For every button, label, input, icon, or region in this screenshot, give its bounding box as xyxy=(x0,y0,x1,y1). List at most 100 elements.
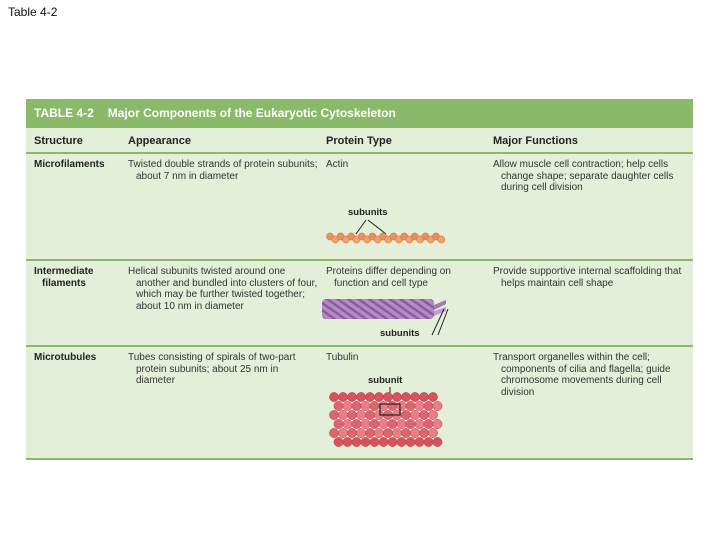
subunit-bead xyxy=(387,401,398,411)
actin-bead-strand xyxy=(326,232,446,244)
subunit-bead xyxy=(333,419,344,429)
protein-type-cell: Tubulin xyxy=(326,352,359,363)
column-header-row: Structure Appearance Protein Type Major … xyxy=(26,128,693,154)
subunit-bead xyxy=(401,428,411,438)
intermediate-filament-illustration xyxy=(322,299,449,336)
microfilament-subunits-label: subunits xyxy=(348,207,388,218)
appearance-cell: Tubes consisting of spirals of two-part … xyxy=(128,352,296,386)
pointer-line-right xyxy=(367,219,387,235)
subunit-bead xyxy=(351,437,362,447)
subunit-bead xyxy=(369,401,380,411)
subunit-bead xyxy=(360,437,371,447)
subunit-bead xyxy=(392,392,402,402)
subunit-bead xyxy=(365,392,375,402)
subunit-bead xyxy=(360,401,371,411)
filament-frayed-end xyxy=(434,307,446,316)
table-row-microfilaments: Microfilaments Twisted double strands of… xyxy=(26,154,693,261)
subunit-bead xyxy=(410,392,420,402)
subunit-bead xyxy=(432,401,443,411)
subunit-bead xyxy=(338,410,348,420)
subunit-bead xyxy=(410,428,420,438)
subunit-bead xyxy=(360,419,371,429)
column-header-protein-type: Protein Type xyxy=(326,135,392,147)
table-title: Major Components of the Eukaryotic Cytos… xyxy=(107,106,396,120)
subunit-bead xyxy=(356,392,366,402)
subunit-bead xyxy=(342,419,353,429)
subunit-bead xyxy=(351,419,362,429)
subunit-bead xyxy=(383,392,393,402)
subunit-bead xyxy=(383,428,393,438)
subunit-bead xyxy=(387,437,398,447)
structure-cell: Microtubules xyxy=(34,352,97,363)
subunit-bead xyxy=(405,437,416,447)
protein-type-cell: Proteins differ depending on function an… xyxy=(326,266,451,289)
subunit-highlight-box xyxy=(379,403,401,416)
functions-cell: Transport organelles within the cell; co… xyxy=(493,352,671,398)
appearance-cell: Twisted double strands of protein subuni… xyxy=(128,159,318,182)
subunit-bead xyxy=(356,410,366,420)
subunit-bead xyxy=(387,419,398,429)
subunit-bead xyxy=(356,428,366,438)
cytoskeleton-table: TABLE 4-2 Major Components of the Eukaryo… xyxy=(26,99,693,460)
pointer-line-left xyxy=(355,219,367,235)
intermediate-subunits-label: subunits xyxy=(380,328,420,339)
column-header-structure: Structure xyxy=(34,135,83,147)
subunit-bead xyxy=(423,419,434,429)
subunit-bead xyxy=(419,410,429,420)
subunit-bead xyxy=(338,428,348,438)
subunit-bead xyxy=(338,392,348,402)
subunit-bead xyxy=(329,428,339,438)
microtubule-illustration xyxy=(329,387,443,447)
subunit-bead xyxy=(401,410,411,420)
table-row-intermediate-filaments: Intermediate filaments Helical subunits … xyxy=(26,261,693,347)
filament-frayed-end xyxy=(434,300,446,310)
subunit-bead xyxy=(392,428,402,438)
subunit-bead xyxy=(405,401,416,411)
subunit-bead xyxy=(374,392,384,402)
subunit-bead xyxy=(333,437,344,447)
appearance-cell: Helical subunits twisted around one anot… xyxy=(128,266,318,312)
subunit-bead xyxy=(378,419,389,429)
table-header: TABLE 4-2 Major Components of the Eukaryo… xyxy=(26,99,693,128)
subunit-bead xyxy=(396,419,407,429)
tubulin-bead-tube xyxy=(329,392,443,447)
table-number: TABLE 4-2 xyxy=(34,106,94,120)
subunit-bead xyxy=(405,419,416,429)
subunit-bead xyxy=(428,410,438,420)
subunit-bead xyxy=(365,428,375,438)
microtubule-subunit-label: subunit xyxy=(368,375,403,386)
subunit-bead xyxy=(419,428,429,438)
subunit-bead xyxy=(333,401,344,411)
subunit-bead xyxy=(369,437,380,447)
subunit-bead xyxy=(365,410,375,420)
subunit-bead xyxy=(369,419,380,429)
subunit-bead xyxy=(342,437,353,447)
microfilament-illustration xyxy=(326,219,446,244)
functions-cell: Allow muscle cell contraction; help cell… xyxy=(493,159,674,193)
subunit-bead xyxy=(396,437,407,447)
slide-title: Table 4-2 xyxy=(8,5,58,19)
pointer-line xyxy=(437,308,449,336)
column-header-appearance: Appearance xyxy=(128,135,191,147)
functions-cell: Provide supportive internal scaffolding … xyxy=(493,266,682,289)
subunit-bead xyxy=(428,392,438,402)
subunit-bead xyxy=(423,401,434,411)
subunit-bead xyxy=(347,410,357,420)
subunit-bead xyxy=(414,419,425,429)
subunit-bead xyxy=(414,437,425,447)
structure-cell: Microfilaments xyxy=(34,159,105,170)
subunit-bead xyxy=(423,437,434,447)
protein-type-cell: Actin xyxy=(326,159,349,170)
subunit-bead xyxy=(396,401,407,411)
subunit-bead xyxy=(437,235,446,244)
subunit-bead xyxy=(329,392,339,402)
filament-rope xyxy=(322,299,434,319)
subunit-bead xyxy=(347,428,357,438)
structure-cell: Intermediate filaments xyxy=(34,266,94,289)
subunit-bead xyxy=(410,410,420,420)
subunit-bead xyxy=(414,401,425,411)
subunit-bead xyxy=(432,419,443,429)
subunit-bead xyxy=(374,428,384,438)
subunit-bead xyxy=(342,401,353,411)
subunit-bead xyxy=(351,401,362,411)
